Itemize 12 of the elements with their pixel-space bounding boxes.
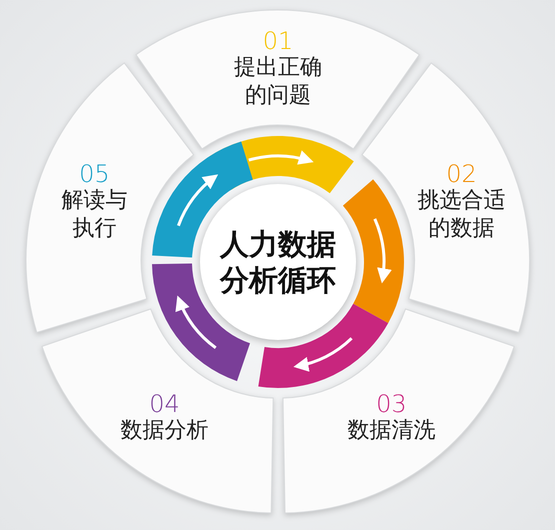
step-label: 提出正确的问题: [232, 54, 323, 110]
center-circle: [200, 184, 356, 340]
step-number: 03: [375, 391, 408, 418]
center-title: 人力数据分析循环: [218, 226, 337, 298]
step-number: 02: [445, 161, 478, 188]
step-label: 数据分析: [120, 417, 210, 446]
step-number: 05: [78, 161, 111, 188]
step-label: 解读与执行: [60, 187, 128, 244]
step-label: 数据清洗: [346, 417, 436, 446]
step-label: 挑选合适的数据: [416, 187, 507, 244]
step-number: 04: [148, 391, 181, 418]
step-number: 01: [262, 28, 294, 54]
